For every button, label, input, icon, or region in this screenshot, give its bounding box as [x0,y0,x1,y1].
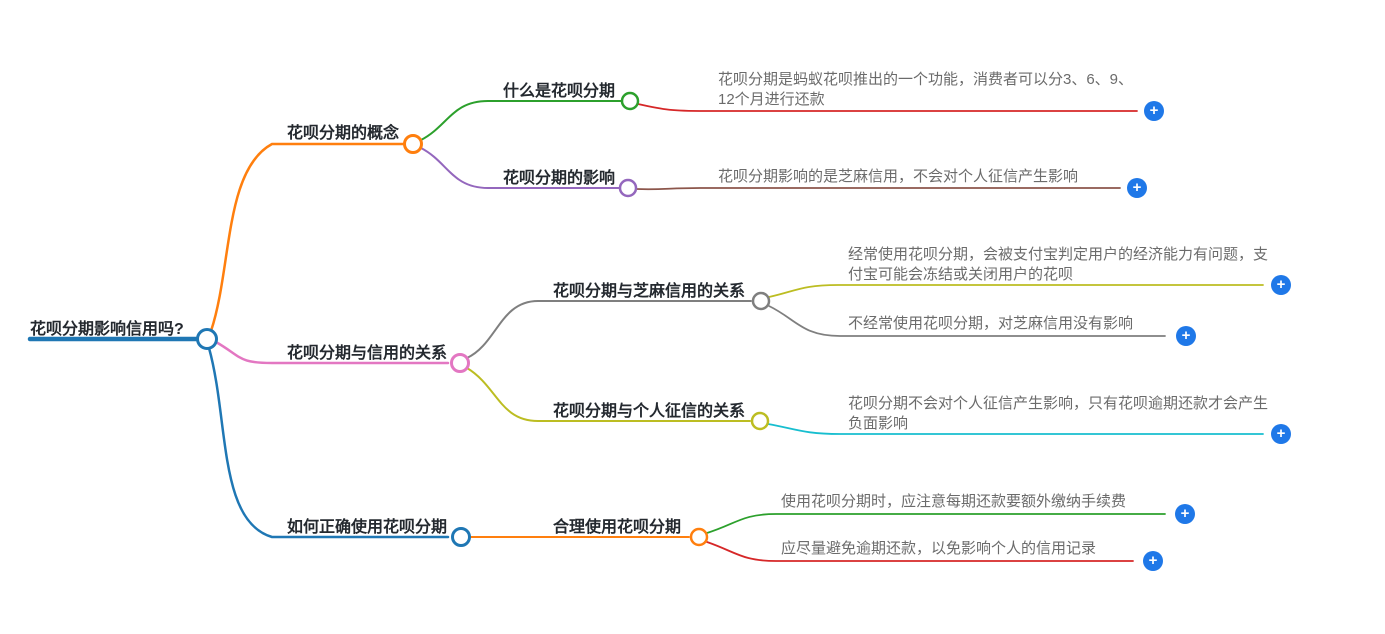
expand-button-avoid-overdue[interactable]: + [1143,551,1163,571]
leaf-text-personal-credit-detail[interactable]: 花呗分期不会对个人征信产生影响，只有花呗逾期还款才会产生负面影响 [848,395,1269,432]
expand-button-fee-notice[interactable]: + [1175,504,1195,524]
node-label-correct-use[interactable]: 如何正确使用花呗分期 [287,519,448,536]
branch-line-what-is [420,100,622,141]
node-label-concept[interactable]: 花呗分期的概念 [287,125,400,142]
leaf-text-avoid-overdue[interactable]: 应尽量避免逾期还款，以免影响个人的信用记录 [781,540,1097,557]
leaf-line-personal-credit-detail [767,423,1264,435]
node-circle-impact[interactable] [618,178,638,198]
root-node-label[interactable]: 花呗分期影响信用吗? [30,321,184,338]
leaf-line-impact-detail [635,187,1121,191]
leaf-line-what-is-detail [637,103,1138,112]
node-circle-zhima[interactable] [751,291,771,311]
node-circle-what-is[interactable] [620,91,640,111]
leaf-line-zhima-often [768,284,1264,298]
plus-icon: + [1149,102,1159,119]
leaf-text-zhima-often[interactable]: 经常使用花呗分期，会被支付宝判定用户的经济能力有问题，支付宝可能会冻结或关闭用户… [848,246,1269,283]
branch-line-correct-use [207,346,450,539]
node-label-zhima[interactable]: 花呗分期与芝麻信用的关系 [553,283,746,300]
root-node-circle[interactable] [196,328,218,350]
plus-icon: + [1148,552,1158,569]
node-label-credit-relation[interactable]: 花呗分期与信用的关系 [287,345,448,362]
branch-line-personal-credit [466,367,751,422]
expand-button-personal-credit-detail[interactable]: + [1271,424,1291,444]
branch-line-impact [420,147,620,189]
node-circle-correct-use[interactable] [451,527,471,547]
node-circle-reasonable-use[interactable] [689,527,709,547]
leaf-line-fee-notice [706,513,1166,534]
node-label-reasonable-use[interactable]: 合理使用花呗分期 [553,519,682,536]
expand-button-zhima-often[interactable]: + [1271,275,1291,295]
leaf-text-impact-detail[interactable]: 花呗分期影响的是芝麻信用，不会对个人征信产生影响 [718,168,1079,185]
leaf-line-avoid-overdue [706,541,1134,562]
leaf-text-fee-notice[interactable]: 使用花呗分期时，应注意每期还款要额外缴纳手续费 [781,493,1127,510]
node-label-personal-credit[interactable]: 花呗分期与个人征信的关系 [553,403,746,420]
plus-icon: + [1181,327,1191,344]
node-circle-credit-relation[interactable] [450,353,470,373]
node-label-impact[interactable]: 花呗分期的影响 [503,170,616,187]
branch-line-credit-relation [214,340,450,365]
plus-icon: + [1132,179,1142,196]
plus-icon: + [1276,276,1286,293]
leaf-text-what-is-detail[interactable]: 花呗分期是蚂蚁花呗推出的一个功能，消费者可以分3、6、9、12个月进行还款 [718,71,1134,108]
plus-icon: + [1180,505,1190,522]
expand-button-zhima-rare[interactable]: + [1176,326,1196,346]
node-circle-concept[interactable] [403,134,423,154]
expand-button-what-is-detail[interactable]: + [1144,101,1164,121]
plus-icon: + [1276,425,1286,442]
node-label-what-is[interactable]: 什么是花呗分期 [503,83,616,100]
leaf-text-zhima-rare[interactable]: 不经常使用花呗分期，对芝麻信用没有影响 [848,315,1134,332]
branch-line-concept [209,142,406,333]
branch-line-zhima [466,300,752,359]
expand-button-impact-detail[interactable]: + [1127,178,1147,198]
leaf-line-zhima-rare [768,305,1166,337]
node-circle-personal-credit[interactable] [750,411,770,431]
